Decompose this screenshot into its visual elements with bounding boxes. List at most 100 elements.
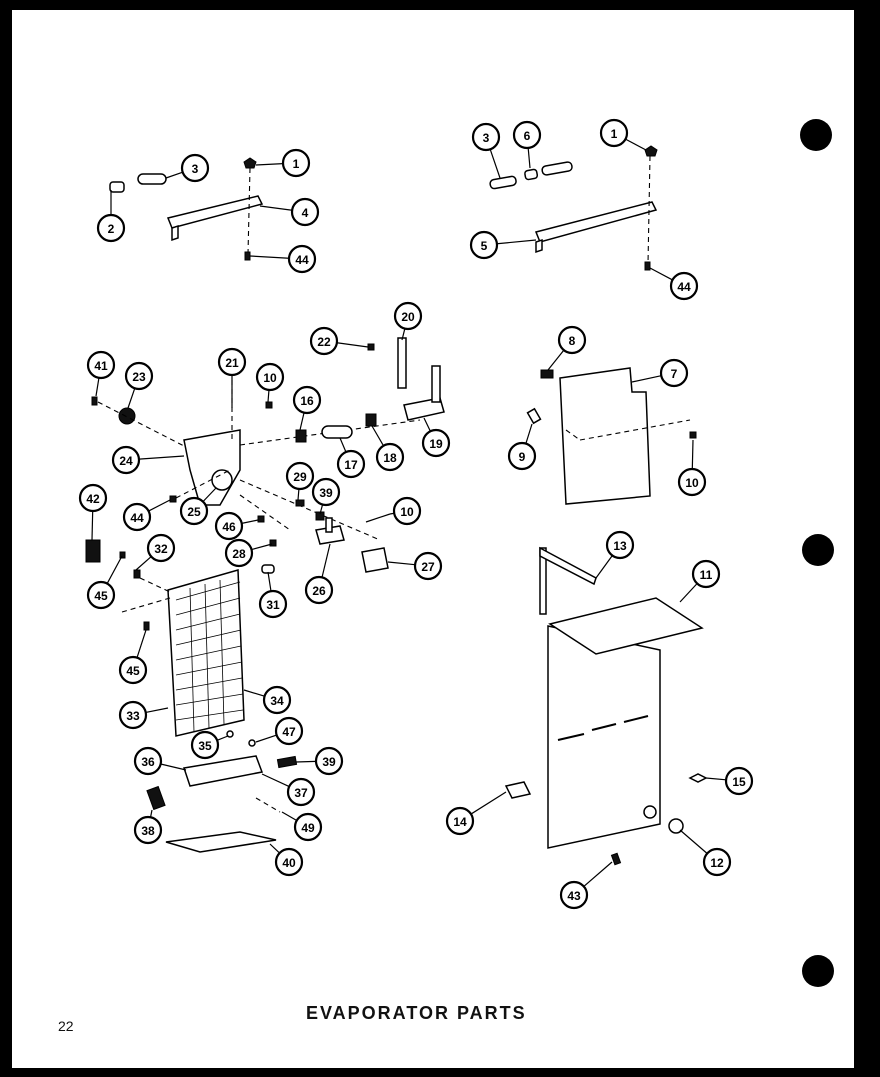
callout-leader-9 [525,423,533,444]
callout-circle [111,445,141,475]
callout-number: 6 [524,129,531,143]
callout-circle [507,441,537,471]
callout-36: 36 [133,746,163,776]
callout-number: 23 [132,370,146,384]
callout-number: 39 [319,486,333,500]
callout-43: 43 [559,880,589,910]
callout-number: 1 [293,157,300,171]
back-panel-assembly [504,546,708,866]
callout-circle [133,815,163,845]
callout-number: 17 [344,458,358,472]
callout-circle [78,483,108,513]
page-title: EVAPORATOR PARTS [306,1003,527,1023]
callout-number: 15 [732,775,746,789]
callout-10: 10 [392,496,422,526]
callout-number: 45 [94,589,108,603]
callout-leader-3 [165,171,183,179]
callout-12: 12 [702,847,732,877]
callout-circle [86,350,116,380]
callout-number: 32 [154,542,168,556]
callout-circle [512,120,542,150]
callout-leader-23 [127,388,136,409]
callout-leader-14 [470,791,507,815]
callout-leader-1 [255,163,284,166]
callout-13: 13 [605,530,635,560]
callout-44: 44 [122,502,152,532]
callout-circle [309,326,339,356]
callout-number: 37 [294,786,308,800]
callout-15: 15 [724,766,754,796]
callout-leader-31 [267,571,272,592]
callout-number: 9 [519,450,526,464]
callout-leader-17 [339,437,347,453]
callout-circle [421,428,451,458]
callout-number: 3 [483,131,490,145]
callout-1: 1 [599,118,629,148]
callout-40: 40 [274,847,304,877]
callout-25: 25 [179,496,209,526]
callout-leader-10 [691,439,694,470]
callout-29: 29 [285,461,315,491]
callout-1: 1 [281,148,311,178]
callout-leader-44 [148,499,171,512]
callout-circle [180,153,210,183]
callout-circle [314,746,344,776]
callout-7: 7 [659,358,689,388]
bracket-assembly [91,337,445,574]
callout-leader-24 [138,455,185,460]
callout-leader-16 [299,412,305,431]
callout-circle [413,551,443,581]
callout-leader-22 [336,342,369,348]
callout-leader-3 [489,149,501,179]
cover-plate [526,367,697,505]
callout-circle [605,530,635,560]
callout-circle [336,449,366,479]
callout-9: 9 [507,441,537,471]
callout-11: 11 [691,559,721,589]
callout-circle [469,230,499,260]
binder-hole-top [800,119,832,151]
callout-27: 27 [413,551,443,581]
callout-39: 39 [311,477,341,507]
callout-number: 41 [94,359,108,373]
callout-number: 44 [295,253,309,267]
callout-leader-18 [371,425,384,447]
callout-number: 22 [317,335,331,349]
callout-leader-35 [216,735,229,741]
callout-leader-15 [705,777,727,781]
callout-10: 10 [255,362,285,392]
callout-leader-38 [149,809,153,818]
callout-number: 24 [119,454,133,468]
callout-35: 35 [190,730,220,760]
callout-49: 49 [293,812,323,842]
callout-17: 17 [336,449,366,479]
callout-leader-12 [679,829,708,854]
callout-number: 10 [263,371,277,385]
callout-leader-41 [95,377,100,397]
callout-46: 46 [214,511,244,541]
callout-circle [290,197,320,227]
callout-number: 18 [383,451,397,465]
callout-number: 47 [282,725,296,739]
callout-circle [274,847,304,877]
callout-circle [96,213,126,243]
callout-5: 5 [469,230,499,260]
callout-number: 39 [322,755,336,769]
callout-leader-39 [295,760,317,763]
callout-number: 46 [222,520,236,534]
callout-10: 10 [677,467,707,497]
callout-45: 45 [86,580,116,610]
callout-circle [659,358,689,388]
callout-leader-45 [136,629,147,658]
callout-circle [292,385,322,415]
callout-leader-10 [267,389,270,403]
callout-number: 35 [198,739,212,753]
callout-leader-32 [135,556,152,571]
callout-3: 3 [180,153,210,183]
callout-number: 36 [141,755,155,769]
callout-circle [557,325,587,355]
callout-leader-44 [649,267,673,281]
callout-leader-39 [319,504,324,515]
callout-2: 2 [96,213,126,243]
